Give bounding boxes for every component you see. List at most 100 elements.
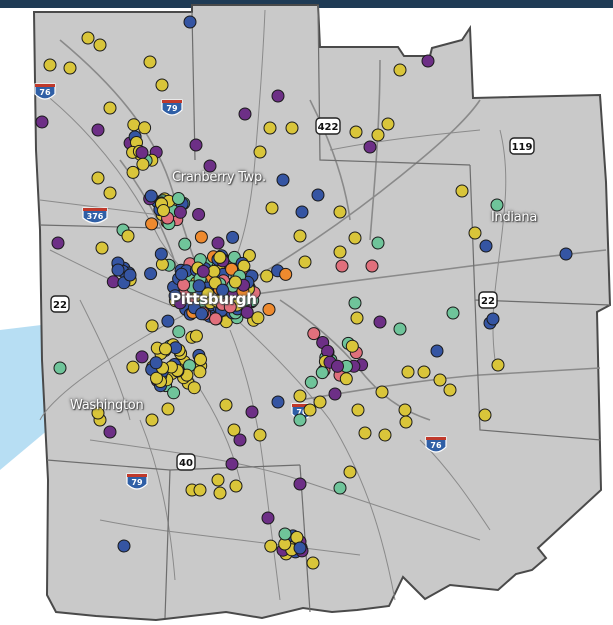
- location-marker[interactable]: [433, 373, 447, 387]
- location-marker[interactable]: [193, 365, 207, 379]
- location-marker[interactable]: [192, 279, 206, 293]
- location-marker[interactable]: [126, 360, 140, 374]
- location-marker[interactable]: [491, 358, 505, 372]
- location-marker[interactable]: [193, 483, 207, 497]
- location-marker[interactable]: [313, 395, 327, 409]
- location-marker[interactable]: [194, 230, 208, 244]
- location-marker[interactable]: [172, 325, 186, 339]
- location-marker[interactable]: [315, 366, 329, 380]
- location-marker[interactable]: [227, 423, 241, 437]
- location-marker[interactable]: [446, 306, 460, 320]
- location-marker[interactable]: [375, 385, 389, 399]
- location-marker[interactable]: [189, 138, 203, 152]
- location-marker[interactable]: [421, 54, 435, 68]
- location-marker[interactable]: [486, 312, 500, 326]
- location-marker[interactable]: [333, 205, 347, 219]
- location-marker[interactable]: [271, 89, 285, 103]
- location-marker[interactable]: [349, 125, 363, 139]
- location-marker[interactable]: [293, 389, 307, 403]
- location-marker[interactable]: [35, 115, 49, 129]
- location-marker[interactable]: [228, 275, 242, 289]
- location-marker[interactable]: [51, 236, 65, 250]
- location-marker[interactable]: [183, 15, 197, 29]
- location-marker[interactable]: [123, 268, 137, 282]
- location-marker[interactable]: [417, 365, 431, 379]
- location-marker[interactable]: [145, 217, 159, 231]
- location-marker[interactable]: [144, 267, 158, 281]
- location-marker[interactable]: [343, 465, 357, 479]
- location-marker[interactable]: [172, 192, 185, 205]
- location-marker[interactable]: [261, 511, 275, 525]
- location-marker[interactable]: [271, 395, 285, 409]
- location-marker[interactable]: [339, 372, 353, 386]
- location-marker[interactable]: [333, 245, 347, 259]
- location-marker[interactable]: [245, 405, 259, 419]
- location-marker[interactable]: [303, 403, 317, 417]
- location-marker[interactable]: [157, 204, 170, 217]
- location-marker[interactable]: [127, 118, 141, 132]
- location-marker[interactable]: [278, 527, 292, 541]
- location-marker[interactable]: [479, 239, 493, 253]
- location-marker[interactable]: [211, 236, 225, 250]
- location-marker[interactable]: [298, 255, 312, 269]
- location-marker[interactable]: [150, 371, 163, 385]
- location-marker[interactable]: [145, 319, 159, 333]
- location-marker[interactable]: [175, 267, 189, 281]
- location-marker[interactable]: [328, 387, 342, 401]
- location-marker[interactable]: [306, 556, 320, 570]
- location-marker[interactable]: [253, 428, 267, 442]
- location-marker[interactable]: [264, 539, 278, 553]
- location-marker[interactable]: [304, 375, 318, 389]
- location-marker[interactable]: [103, 425, 117, 439]
- location-marker[interactable]: [93, 38, 107, 52]
- location-marker[interactable]: [211, 473, 225, 487]
- location-marker[interactable]: [111, 263, 125, 277]
- location-marker[interactable]: [226, 230, 240, 244]
- location-marker[interactable]: [95, 241, 109, 255]
- location-marker[interactable]: [335, 259, 349, 273]
- location-marker[interactable]: [468, 226, 482, 240]
- location-marker[interactable]: [195, 307, 209, 321]
- location-marker[interactable]: [393, 322, 407, 336]
- location-marker[interactable]: [187, 381, 201, 395]
- location-marker[interactable]: [63, 61, 77, 75]
- location-marker[interactable]: [350, 311, 364, 325]
- location-marker[interactable]: [371, 128, 385, 142]
- location-marker[interactable]: [348, 231, 362, 245]
- location-marker[interactable]: [455, 184, 469, 198]
- location-marker[interactable]: [358, 426, 372, 440]
- location-marker[interactable]: [279, 267, 293, 281]
- location-marker[interactable]: [159, 342, 172, 356]
- location-marker[interactable]: [262, 303, 276, 316]
- location-marker[interactable]: [443, 383, 457, 397]
- location-marker[interactable]: [293, 229, 307, 243]
- location-marker[interactable]: [161, 402, 175, 416]
- location-marker[interactable]: [311, 188, 325, 202]
- location-marker[interactable]: [490, 198, 504, 212]
- location-marker[interactable]: [149, 356, 163, 370]
- location-marker[interactable]: [81, 31, 95, 45]
- location-marker[interactable]: [168, 289, 182, 303]
- location-marker[interactable]: [365, 259, 379, 273]
- location-marker[interactable]: [216, 283, 230, 297]
- location-marker[interactable]: [155, 78, 169, 92]
- location-marker[interactable]: [398, 403, 412, 417]
- location-marker[interactable]: [196, 264, 210, 278]
- location-marker[interactable]: [145, 413, 159, 427]
- location-marker[interactable]: [91, 123, 105, 137]
- location-marker[interactable]: [136, 157, 150, 171]
- location-marker[interactable]: [293, 413, 307, 427]
- location-marker[interactable]: [213, 250, 227, 264]
- location-marker[interactable]: [189, 329, 203, 343]
- location-marker[interactable]: [233, 433, 247, 447]
- location-marker[interactable]: [401, 365, 415, 379]
- location-marker[interactable]: [167, 386, 181, 400]
- location-marker[interactable]: [43, 58, 57, 72]
- location-marker[interactable]: [351, 403, 365, 417]
- location-marker[interactable]: [478, 408, 492, 422]
- location-marker[interactable]: [229, 479, 243, 493]
- location-marker[interactable]: [91, 406, 105, 420]
- location-marker[interactable]: [381, 117, 395, 131]
- location-marker[interactable]: [378, 428, 392, 442]
- location-marker[interactable]: [251, 311, 265, 325]
